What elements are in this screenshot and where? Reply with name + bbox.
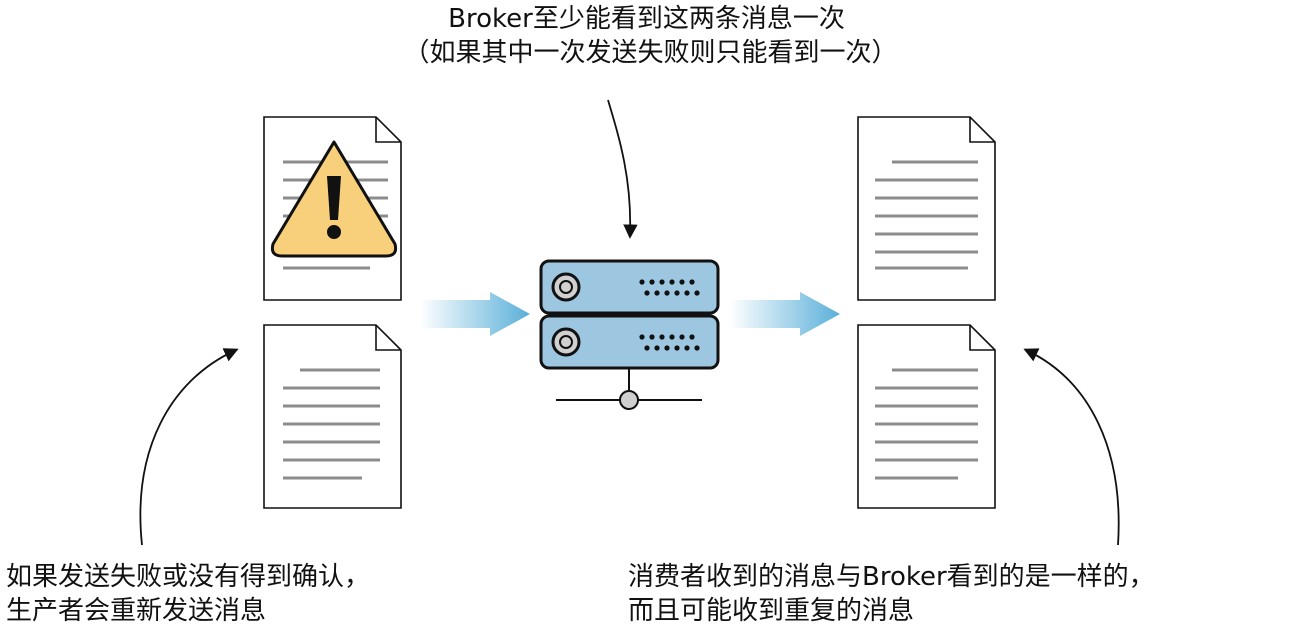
warning-icon [270, 140, 398, 258]
document-text-lines [283, 368, 380, 480]
broker-to-consumer-arrow [730, 292, 840, 336]
producer-annotation-line2: 生产者会重新发送消息 [6, 596, 267, 626]
server-unit-top [539, 259, 720, 315]
consumer-annotation: 消费者收到的消息与Broker看到的是一样的， 而且可能收到重复的消息 [628, 560, 1155, 628]
document-text-lines [875, 368, 978, 480]
producer-message-document [263, 324, 402, 509]
producer-annotation: 如果发送失败或没有得到确认， 生产者会重新发送消息 [6, 560, 370, 628]
broker-annotation: Broker至少能看到这两条消息一次 （如果其中一次发送失败则只能看到一次） [0, 2, 1293, 70]
producer-annotation-line1: 如果发送失败或没有得到确认， [6, 562, 371, 592]
producer-to-broker-arrow [420, 292, 530, 336]
broker-annotation-line2: （如果其中一次发送失败则只能看到一次） [403, 38, 898, 68]
broker-callout-arrow [607, 99, 638, 239]
document-text-lines [875, 160, 978, 270]
server-icon [539, 259, 720, 410]
server-unit-bottom [539, 314, 720, 370]
consumer-message-document-1 [857, 116, 996, 301]
producer-message-failed-document [263, 116, 402, 301]
consumer-callout-arrow [1023, 348, 1120, 546]
consumer-annotation-line1: 消费者收到的消息与Broker看到的是一样的， [628, 562, 1155, 592]
network-connector [556, 368, 702, 410]
consumer-message-document-2 [857, 324, 996, 509]
consumer-annotation-line2: 而且可能收到重复的消息 [628, 596, 915, 626]
broker-annotation-line1: Broker至少能看到这两条消息一次 [448, 4, 845, 34]
producer-callout-arrow [139, 348, 239, 546]
